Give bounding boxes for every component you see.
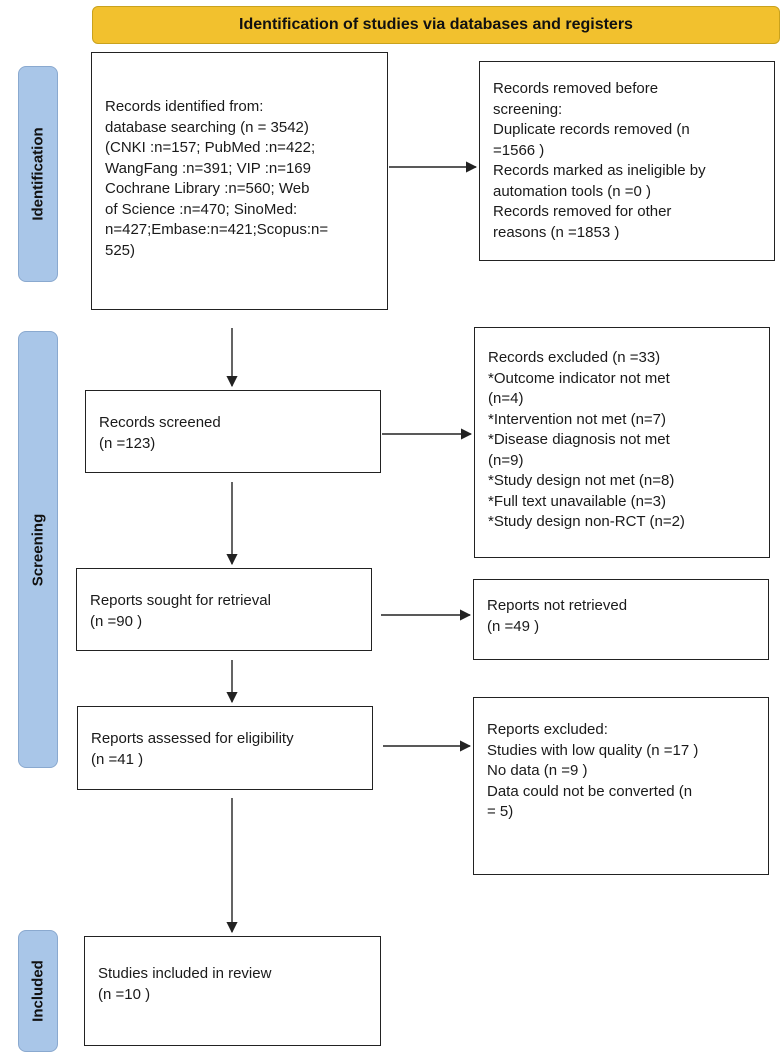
records-removed-box: Records removed before screening: Duplic…: [479, 61, 775, 261]
records-identified-box: Records identified from: database search…: [91, 52, 388, 310]
phase-identification: Identification: [18, 66, 58, 282]
reports-excluded-box: Reports excluded: Studies with low quali…: [473, 697, 769, 875]
reports-sought-box: Reports sought for retrieval (n =90 ): [76, 568, 372, 651]
studies-included-box: Studies included in review (n =10 ): [84, 936, 381, 1046]
records-excluded-box: Records excluded (n =33) *Outcome indica…: [474, 327, 770, 558]
title-banner: Identification of studies via databases …: [92, 6, 780, 44]
phase-included: Included: [18, 930, 58, 1052]
reports-assessed-box: Reports assessed for eligibility (n =41 …: [77, 706, 373, 790]
reports-not-retrieved-box: Reports not retrieved (n =49 ): [473, 579, 769, 660]
phase-screening: Screening: [18, 331, 58, 768]
records-screened-box: Records screened (n =123): [85, 390, 381, 473]
